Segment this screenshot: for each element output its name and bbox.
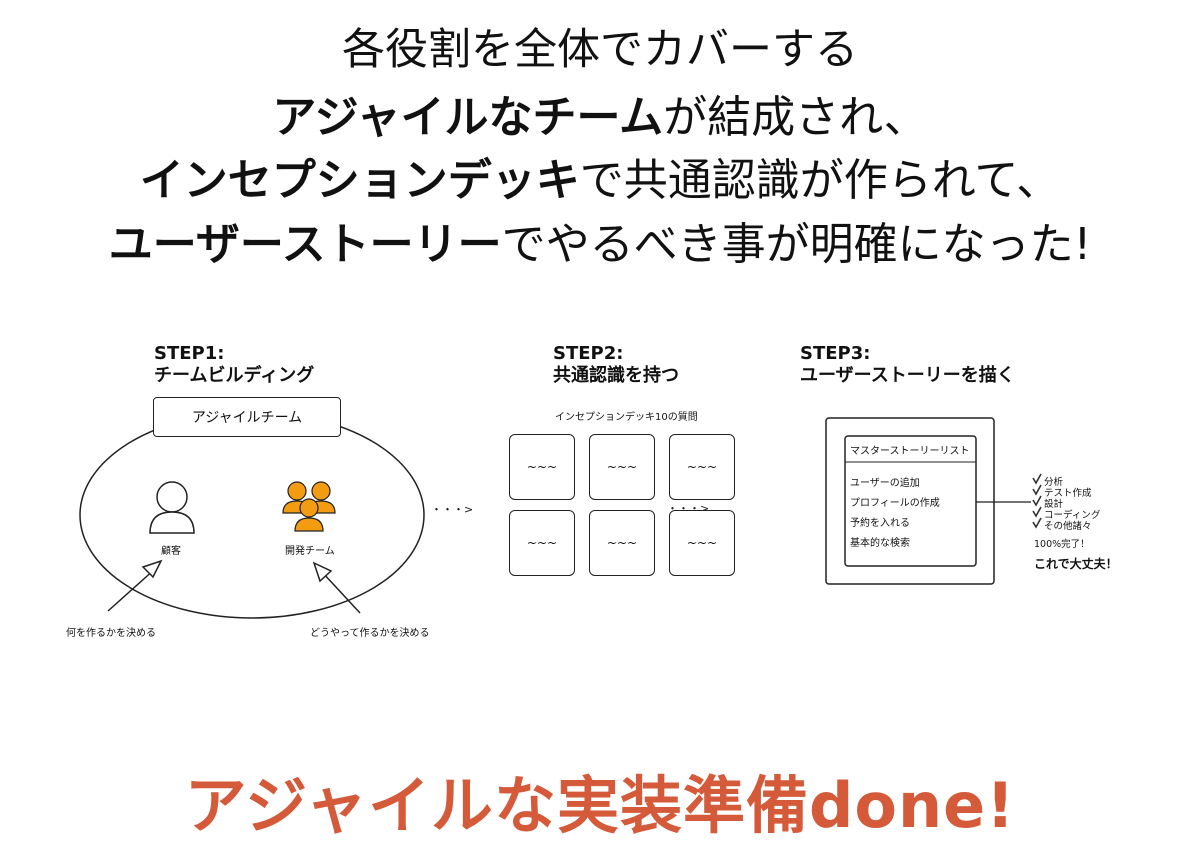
inception-deck-label: インセプションデッキ10の質問 — [555, 412, 698, 423]
headline-line-4-rest: でやるべき事が明確になった! — [501, 219, 1092, 270]
story-item-2: プロフィールの作成 — [850, 498, 940, 509]
agile-team-box: アジャイルチーム — [153, 397, 341, 437]
headline-line-4: ユーザーストーリーでやるべき事が明確になった! — [0, 217, 1200, 273]
step3-title-line2: ユーザーストーリーを描く — [800, 365, 1015, 386]
devteam-label: 開発チーム — [285, 546, 335, 557]
headline-line-1-text: 各役割を全体でカバーする — [342, 25, 858, 75]
ok-label: これで大丈夫！ — [1034, 557, 1118, 571]
step1-title-line2: チームビルディング — [154, 365, 315, 386]
headline-line-1: 各役割を全体でカバーする — [0, 22, 1200, 78]
devteam-arrow — [312, 561, 361, 614]
deck-card-2: ~~~ — [589, 434, 655, 500]
step2-title-line1: STEP2: — [553, 343, 624, 364]
story-item-3: 予約を入れる — [850, 518, 910, 529]
checklist-item-3: 設計 — [1044, 499, 1064, 510]
customer-label: 顧客 — [161, 546, 181, 557]
customer-note: 何を作るかを決める — [66, 628, 156, 639]
devteam-group-icon — [282, 481, 336, 532]
step2-title: STEP2: 共通認識を持つ — [553, 343, 679, 387]
step-connector: ・・・> — [431, 503, 474, 516]
step1-title-line1: STEP1: — [154, 343, 225, 364]
checklist-item-2: テスト作成 — [1044, 488, 1092, 499]
deck-card-3: ~~~ — [669, 434, 735, 500]
deck-card-4: ~~~ — [509, 510, 575, 576]
done-banner: アジャイルな実装準備done! — [184, 769, 1016, 842]
deck-card-5: ~~~ — [589, 510, 655, 576]
team-ellipse — [79, 411, 425, 619]
step1-title: STEP1: チームビルディング — [154, 343, 314, 387]
headline-line-2-rest: が結成され、 — [663, 92, 928, 143]
agile-team-label: アジャイルチーム — [191, 410, 303, 426]
complete-label: 100%完了！ — [1034, 539, 1090, 550]
headline-line-2: アジャイルなチームが結成され、 — [0, 90, 1200, 146]
step3-title: STEP3: ユーザーストーリーを描く — [800, 343, 1015, 387]
deck-card-6: ~~~ — [669, 510, 735, 576]
checklist-check-icons — [1032, 473, 1042, 529]
checklist-item-4: コーディング — [1044, 510, 1101, 521]
headline-line-2-bold: アジャイルなチーム — [272, 92, 664, 143]
step3-title-line1: STEP3: — [800, 343, 871, 364]
story-item-4: 基本的な検索 — [850, 538, 910, 549]
checklist-item-1: 分析 — [1044, 477, 1064, 488]
headline-line-4-bold: ユーザーストーリー — [108, 219, 502, 270]
master-story-list-title: マスターストーリーリスト — [850, 446, 970, 457]
headline-line-3-bold: インセプションデッキ — [139, 155, 580, 206]
step2-title-line2: 共通認識を持つ — [553, 365, 679, 386]
deck-card-1: ~~~ — [509, 434, 575, 500]
customer-arrow — [107, 559, 163, 612]
devteam-note: どうやって作るかを決める — [310, 628, 430, 639]
customer-person-icon — [149, 481, 195, 534]
checklist-item-5: その他諸々 — [1044, 521, 1092, 532]
story-item-1: ユーザーの追加 — [850, 478, 920, 489]
headline-line-3-rest: で共通認識が作られて、 — [579, 155, 1061, 206]
headline-line-3: インセプションデッキで共通認識が作られて、 — [0, 153, 1200, 209]
